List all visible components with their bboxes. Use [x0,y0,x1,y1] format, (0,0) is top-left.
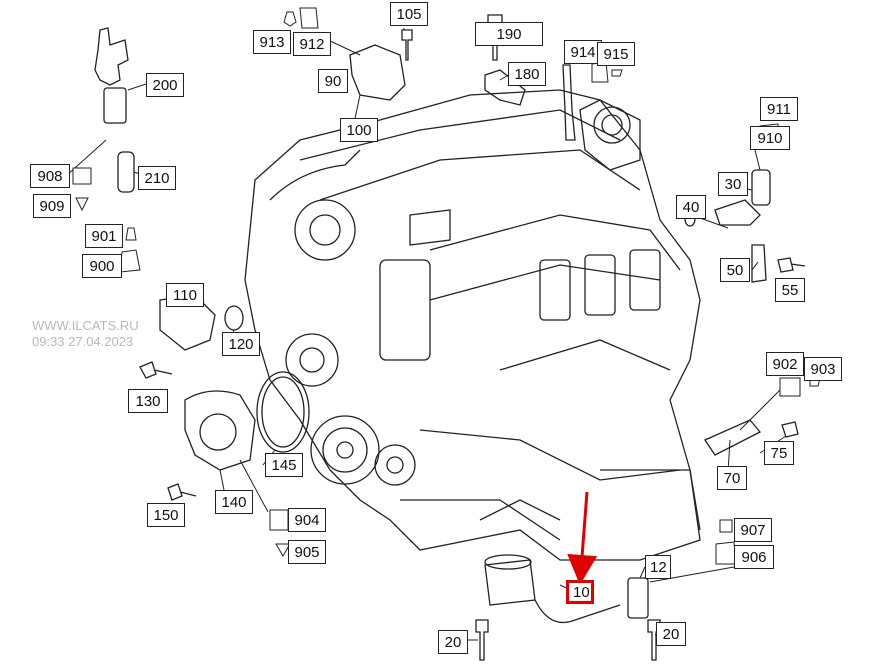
callout-130[interactable]: 130 [128,389,168,413]
highlight-arrow [567,491,598,585]
callout-914[interactable]: 914 [564,40,602,64]
callout-210[interactable]: 210 [138,166,176,190]
callout-20-left[interactable]: 20 [438,630,468,654]
watermark: WWW.ILCATS.RU 09:33 27.04.2023 [32,318,139,350]
callout-190[interactable]: 190 [475,22,543,46]
callout-904[interactable]: 904 [288,508,326,532]
watermark-line-2: 09:33 27.04.2023 [32,334,134,349]
callout-12[interactable]: 12 [645,555,671,579]
callout-20-right[interactable]: 20 [656,622,686,646]
callout-909[interactable]: 909 [33,194,71,218]
callout-100[interactable]: 100 [340,118,378,142]
callout-10-highlighted[interactable]: 10 [566,580,594,604]
callout-908[interactable]: 908 [30,164,70,188]
callout-902[interactable]: 902 [766,352,804,376]
callout-40[interactable]: 40 [676,195,706,219]
callout-180[interactable]: 180 [508,62,546,86]
engine-block [244,89,701,561]
callout-910[interactable]: 910 [750,126,790,150]
part-drawings [94,14,806,661]
callout-907[interactable]: 907 [734,518,772,542]
callout-75[interactable]: 75 [764,441,794,465]
callout-140[interactable]: 140 [215,490,253,514]
callout-105[interactable]: 105 [390,2,428,26]
callout-906[interactable]: 906 [734,545,774,569]
callout-120[interactable]: 120 [222,332,260,356]
callout-911[interactable]: 911 [760,97,798,121]
callout-913[interactable]: 913 [253,30,291,54]
callout-901[interactable]: 901 [85,224,123,248]
callout-145[interactable]: 145 [265,453,303,477]
callout-903[interactable]: 903 [804,357,842,381]
callout-912[interactable]: 912 [293,32,331,56]
callout-30[interactable]: 30 [718,172,748,196]
callout-915[interactable]: 915 [597,42,635,66]
watermark-line-1: WWW.ILCATS.RU [32,318,139,333]
callout-55[interactable]: 55 [775,278,805,302]
callout-110[interactable]: 110 [166,283,204,307]
callout-70[interactable]: 70 [717,466,747,490]
callout-200[interactable]: 200 [146,73,184,97]
callout-90[interactable]: 90 [318,69,348,93]
callout-50[interactable]: 50 [720,258,750,282]
callout-150[interactable]: 150 [147,503,185,527]
callout-900[interactable]: 900 [82,254,122,278]
callout-905[interactable]: 905 [288,540,326,564]
